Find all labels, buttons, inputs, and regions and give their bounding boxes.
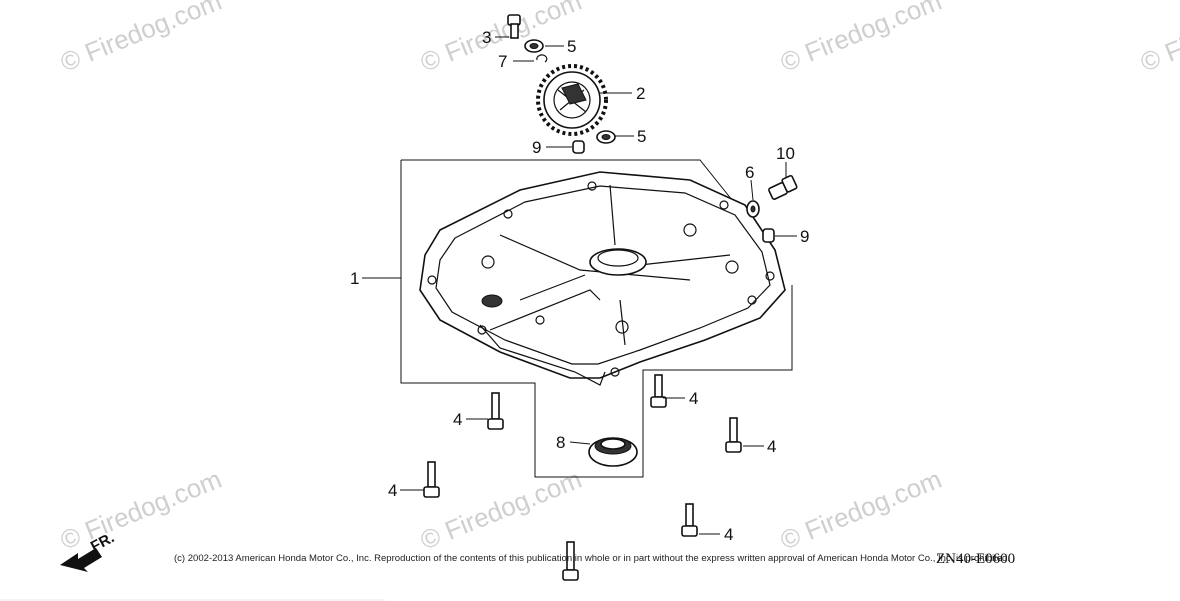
pin-bolt: [507, 14, 521, 39]
copyright-notice: (c) 2002-2013 American Honda Motor Co., …: [174, 553, 1010, 563]
oil-seal: [588, 437, 638, 467]
washer-top: [524, 39, 544, 53]
watermark-7: © Firedog.com: [776, 464, 946, 556]
callout-9-right: 9: [800, 227, 809, 246]
callout-2: 2: [636, 84, 645, 103]
diagram-code: ZN40-E0600: [936, 551, 1015, 567]
flange-bolt-6: [562, 541, 579, 581]
flange-bolt-1: [487, 392, 504, 430]
callout-6: 6: [745, 163, 754, 182]
watermark-1: © Firedog.com: [56, 0, 226, 78]
watermark-6: © Firedog.com: [416, 464, 586, 556]
flange-bolt-2: [650, 374, 667, 408]
callout-1: 1: [350, 269, 359, 288]
callout-5-lower: 5: [637, 127, 646, 146]
callout-7: 7: [498, 52, 507, 71]
governor-gear: [536, 64, 608, 136]
front-arrow-icon: [60, 548, 102, 572]
sealing-washer: [746, 200, 760, 218]
callout-8: 8: [556, 433, 565, 452]
callout-4-c: 4: [767, 437, 776, 456]
callout-4-d: 4: [388, 481, 397, 500]
clip: [536, 54, 548, 63]
callouts: 1 2 3 5 7 5 9 10 6 9 4 4 8 4 4 4: [350, 28, 809, 544]
flange-bolt-5: [681, 503, 698, 537]
callout-9-upper: 9: [532, 138, 541, 157]
dowel-pin-right: [762, 228, 775, 243]
callout-3: 3: [482, 28, 491, 47]
washer-lower: [596, 130, 616, 144]
flange-bolt-4: [423, 461, 440, 498]
oil-pan-cover: [419, 171, 786, 386]
drain-bolt: [768, 174, 798, 200]
callout-4-e: 4: [724, 525, 733, 544]
leader-lines: [362, 36, 797, 535]
callout-10: 10: [776, 144, 795, 163]
callout-5-top: 5: [567, 37, 576, 56]
callout-4-b: 4: [689, 389, 698, 408]
watermark-5: © Firedog.com: [56, 464, 226, 556]
callout-4-a: 4: [453, 410, 462, 429]
dowel-pin-upper: [572, 140, 585, 154]
watermark-4: © Firedog.com: [1136, 0, 1180, 78]
flange-bolt-3: [725, 417, 742, 453]
watermark-3: © Firedog.com: [776, 0, 946, 78]
